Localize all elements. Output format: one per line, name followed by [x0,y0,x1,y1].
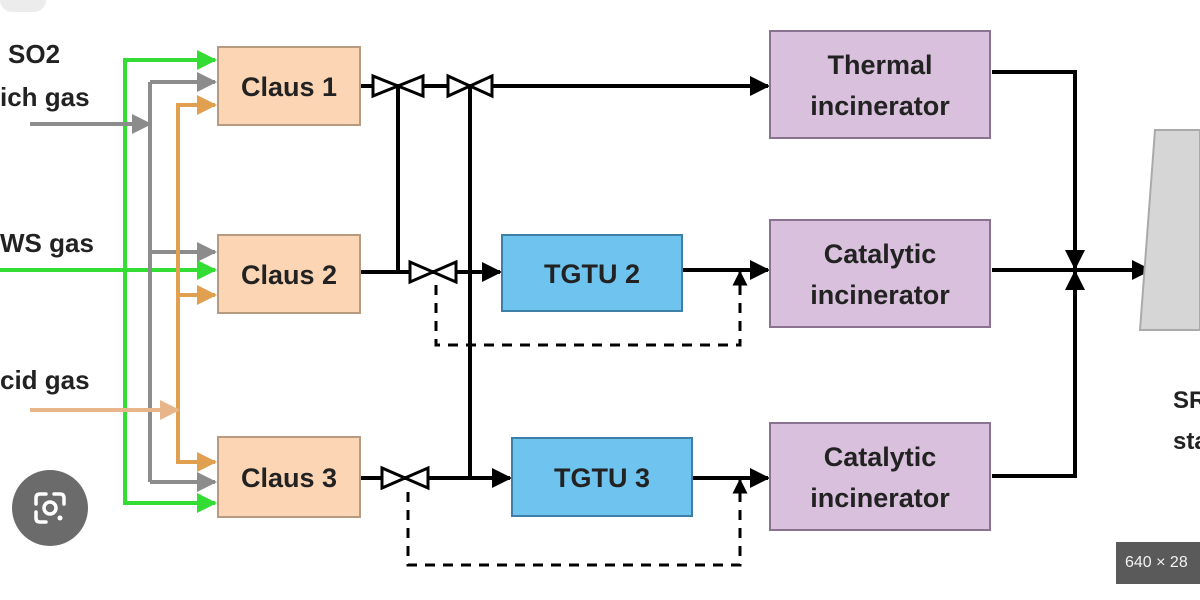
catalytic-incinerator-2-line1: Catalytic [824,442,937,472]
catalytic-incinerator-2-box: Catalytic incinerator [769,422,991,531]
catalytic-incinerator-1-line2: incinerator [810,280,950,310]
tgtu-2-label: TGTU 2 [544,259,640,289]
thermal-incinerator-line1: Thermal [827,50,932,80]
so2-label-line1: SO2 [8,39,60,69]
sru-stack: SRU stac [1138,129,1200,455]
tgtu-2-box: TGTU 2 [501,234,683,312]
stack-label-line1: SRU [1173,387,1200,414]
catalytic-incinerator-1-line1: Catalytic [824,239,937,269]
acid-gas-label: cid gas [0,365,90,395]
so2-label-line2: ich gas [0,82,90,112]
valve-1 [371,73,425,99]
so2-gas-line [30,72,217,492]
tgtu-3-box: TGTU 3 [511,437,693,517]
claus-3-box: Claus 3 [217,436,361,518]
claus-2-label: Claus 2 [241,260,337,290]
catalytic-incinerator-1-box: Catalytic incinerator [769,219,991,328]
lens-glyph [34,492,66,524]
sws-gas-line [0,50,217,513]
claus-2-box: Claus 2 [217,234,361,314]
claus-3-label: Claus 3 [241,463,337,493]
dashed-bypass-lines [406,270,748,567]
valve-4 [380,465,430,491]
claus-1-label: Claus 1 [241,72,337,102]
sws-gas-label: WS gas [0,228,94,258]
thermal-incinerator-box: Thermal incinerator [769,30,991,139]
valve-3 [408,259,458,285]
google-lens-icon[interactable] [12,470,88,546]
valve-2 [446,73,494,99]
process-lines [360,70,1152,488]
catalytic-incinerator-2-line2: incinerator [810,483,950,513]
claus-1-box: Claus 1 [217,46,361,126]
image-size-badge: 640 × 28 [1116,542,1200,584]
stack-label-line2: stac [1173,428,1200,455]
top-edge-artifact [0,0,46,12]
orange-feed-line [176,95,217,472]
tgtu-3-label: TGTU 3 [554,463,650,493]
thermal-incinerator-line2: incinerator [810,91,950,121]
